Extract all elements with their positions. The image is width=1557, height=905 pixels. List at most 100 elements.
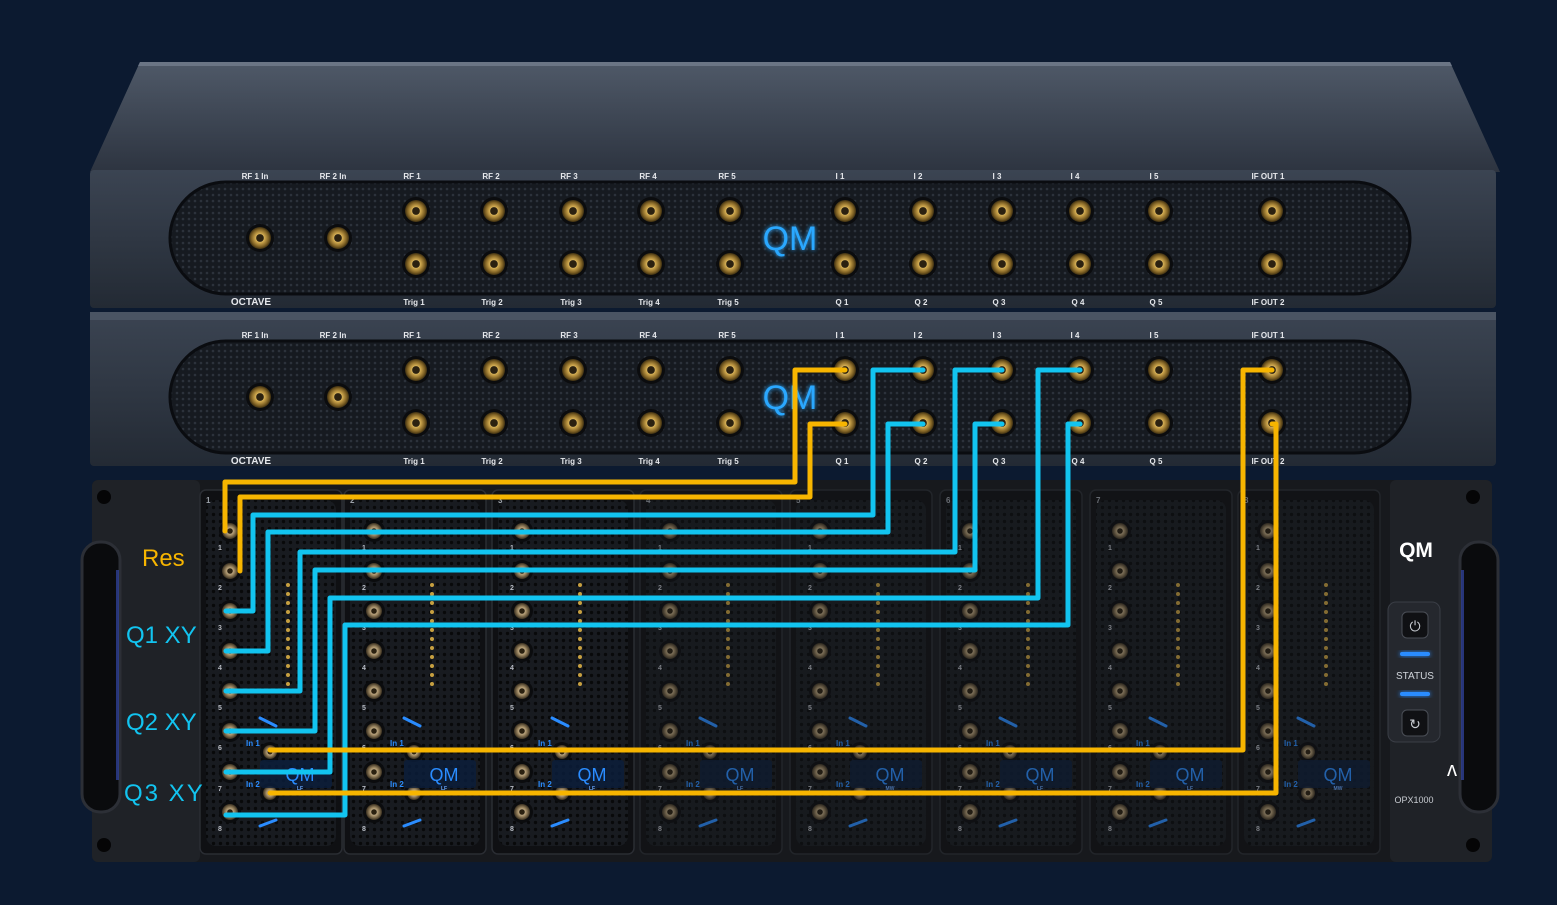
reset-button[interactable] — [1401, 709, 1429, 737]
sma-connector-pin — [1265, 728, 1271, 734]
led-dot — [430, 682, 434, 686]
octave-grille — [168, 339, 1412, 455]
led-dot — [1026, 601, 1030, 605]
port-label-bottom: Trig 3 — [560, 457, 582, 466]
port-label-top: I 3 — [993, 172, 1002, 181]
led-dot — [286, 619, 290, 623]
led-dot — [286, 583, 290, 587]
led-dot — [578, 673, 582, 677]
sma-connector-pin — [817, 728, 823, 734]
sma-connector-pin — [569, 260, 577, 268]
sma-connector-pin — [371, 608, 377, 614]
handle-right-glow — [1461, 570, 1464, 780]
sma-connector-pin — [256, 393, 264, 401]
led-dot — [430, 619, 434, 623]
led-dot — [286, 664, 290, 668]
slot-number: 7 — [1096, 496, 1101, 505]
port-label-top: I 2 — [914, 172, 923, 181]
sma-connector-pin — [1268, 260, 1276, 268]
port-number: 3 — [1256, 625, 1260, 632]
sma-connector-pin — [667, 809, 673, 815]
module-logo-band — [700, 760, 772, 788]
port-label-bottom: Trig 2 — [481, 457, 503, 466]
port-number: 8 — [1256, 826, 1260, 833]
port-label-top: RF 5 — [718, 331, 736, 340]
sma-connector-pin — [817, 809, 823, 815]
led-dot — [1176, 583, 1180, 587]
q2-xy-cable-q — [223, 421, 1005, 734]
sma-connector-pin — [1076, 260, 1084, 268]
port-number: 8 — [808, 826, 812, 833]
led-dot — [578, 592, 582, 596]
led-dot — [726, 610, 730, 614]
slot-number: 2 — [350, 496, 355, 505]
sma-connector-pin — [371, 809, 377, 815]
sma-connector-pin — [519, 809, 525, 815]
led-dot — [726, 628, 730, 632]
led-dot — [1026, 673, 1030, 677]
if-out-2-cable — [267, 421, 1279, 796]
port-number: 5 — [218, 705, 222, 712]
sma-connector-pin — [519, 648, 525, 654]
module-mesh — [796, 500, 926, 846]
opx-logo: QM — [1399, 539, 1433, 562]
module-logo: QM — [1026, 765, 1055, 785]
input-label: In 2 — [538, 780, 552, 789]
q1-xy-cable-i — [223, 367, 926, 614]
port-number: 2 — [510, 585, 514, 592]
sma-connector-pin — [490, 207, 498, 215]
accent-stroke — [550, 716, 570, 728]
accent-stroke — [1296, 716, 1316, 728]
module-logo-band — [552, 760, 624, 788]
sma-connector-pin — [998, 207, 1006, 215]
sma-connector-pin — [256, 234, 264, 242]
led-dot — [430, 583, 434, 587]
sma-connector-pin — [647, 207, 655, 215]
sma-connector-pin — [726, 260, 734, 268]
led-dot — [578, 583, 582, 587]
accent-stroke — [258, 818, 278, 828]
sma-connector-pin — [841, 207, 849, 215]
led-dot — [286, 601, 290, 605]
input-label: In 2 — [246, 780, 260, 789]
accent-stroke — [258, 716, 278, 728]
sma-connector-pin — [726, 207, 734, 215]
sma-connector-pin — [1117, 809, 1123, 815]
led-dot — [1176, 664, 1180, 668]
sma-connector-pin — [1117, 769, 1123, 775]
handle-left — [80, 540, 122, 814]
port-number: 4 — [218, 665, 222, 672]
led-dot — [1026, 619, 1030, 623]
port-number: 2 — [1256, 585, 1260, 592]
sma-connector-pin — [726, 366, 734, 374]
led-dot — [578, 628, 582, 632]
sma-connector-pin — [519, 769, 525, 775]
sma-connector-pin — [667, 648, 673, 654]
port-number: 7 — [958, 786, 962, 793]
port-number: 5 — [362, 705, 366, 712]
control-panel — [1387, 601, 1441, 743]
led-dot — [726, 583, 730, 587]
if-out-1-cable — [267, 367, 1275, 753]
res-cable-q — [237, 421, 848, 574]
led-dot — [286, 673, 290, 677]
rack-screw — [1466, 490, 1480, 504]
port-number: 8 — [1108, 826, 1112, 833]
module-mesh — [498, 500, 628, 846]
led-dot — [1324, 592, 1328, 596]
port-label-top: I 3 — [993, 331, 1002, 340]
power-button[interactable] — [1401, 611, 1429, 639]
octave-top-unit — [90, 62, 1500, 308]
led-dot — [1176, 655, 1180, 659]
sma-connector-pin — [519, 728, 525, 734]
port-number: 4 — [1108, 665, 1112, 672]
accent-stroke — [848, 818, 868, 828]
status-led — [1400, 692, 1430, 696]
port-label-bottom: Q 1 — [836, 457, 849, 466]
led-dot — [1324, 610, 1328, 614]
module-logo-band — [1150, 760, 1222, 788]
